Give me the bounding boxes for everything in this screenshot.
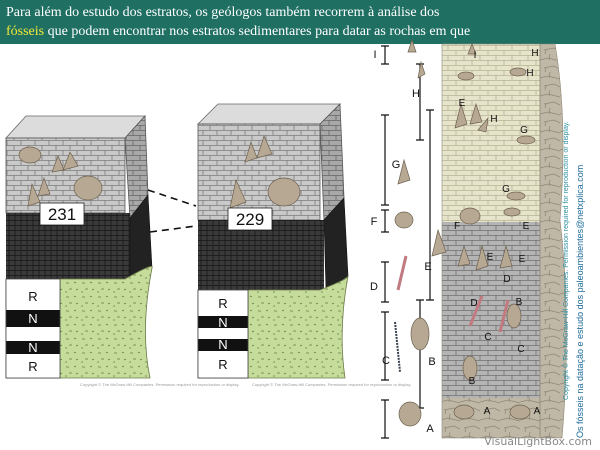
range-label-b: B: [428, 356, 435, 368]
column-label-2: H: [526, 68, 533, 79]
range-labels: I H G F E D C B A: [370, 49, 436, 435]
column-label-0: I: [474, 50, 477, 61]
column-label-6: G: [502, 184, 510, 195]
side-copyright: Copyright © The McGraw-Hill Companies. P…: [563, 121, 570, 400]
column-label-14: C: [484, 332, 491, 343]
column-label-15: C: [517, 344, 524, 355]
column-label-10: E: [519, 254, 526, 265]
column-label-13: B: [516, 297, 523, 308]
block-1-band-4: R: [28, 359, 37, 374]
range-label-f: F: [371, 216, 378, 228]
mid-publisher-notice: Copyright © The McGraw-Hill Companies. P…: [252, 382, 411, 387]
column-label-1: H: [531, 48, 538, 59]
column-label-16: B: [469, 376, 476, 387]
watermark: VisualLightBox.com: [484, 435, 592, 448]
block-1-band-2: N: [28, 311, 37, 326]
left-publisher-notice: Copyright © The McGraw-Hill Companies. P…: [80, 382, 239, 387]
range-label-g: G: [392, 159, 401, 171]
block-2-band-3: N: [218, 337, 227, 352]
block-2-band-1: R: [218, 296, 227, 311]
column-label-5: G: [520, 125, 528, 136]
correlation-lines: [148, 190, 196, 232]
column-label-4: H: [490, 114, 497, 125]
side-caption: Os fósseis na datação e estudo dos paleo…: [575, 165, 585, 438]
range-label-h: H: [412, 88, 420, 100]
range-label-i: I: [373, 49, 376, 61]
range-label-a: A: [426, 423, 434, 435]
block-1-number: 231: [48, 205, 76, 224]
column-label-11: D: [503, 274, 510, 285]
block-2-band-4: R: [218, 357, 227, 372]
column-label-8: E: [523, 221, 530, 232]
range-label-e: E: [424, 261, 431, 273]
column-label-18: A: [534, 406, 541, 417]
range-label-d: D: [370, 281, 378, 293]
column-label-3: E: [459, 98, 466, 109]
block-2-band-2: N: [218, 315, 227, 330]
column-label-12: D: [470, 298, 477, 309]
range-bars: [381, 46, 434, 438]
range-label-c: C: [382, 355, 390, 367]
column-label-9: E: [487, 252, 494, 263]
block-1-band-3: N: [28, 340, 37, 355]
block-2-number: 229: [236, 210, 264, 229]
block-1-band-1: R: [28, 289, 37, 304]
column-label-17: A: [484, 406, 491, 417]
column-label-7: F: [454, 221, 460, 232]
